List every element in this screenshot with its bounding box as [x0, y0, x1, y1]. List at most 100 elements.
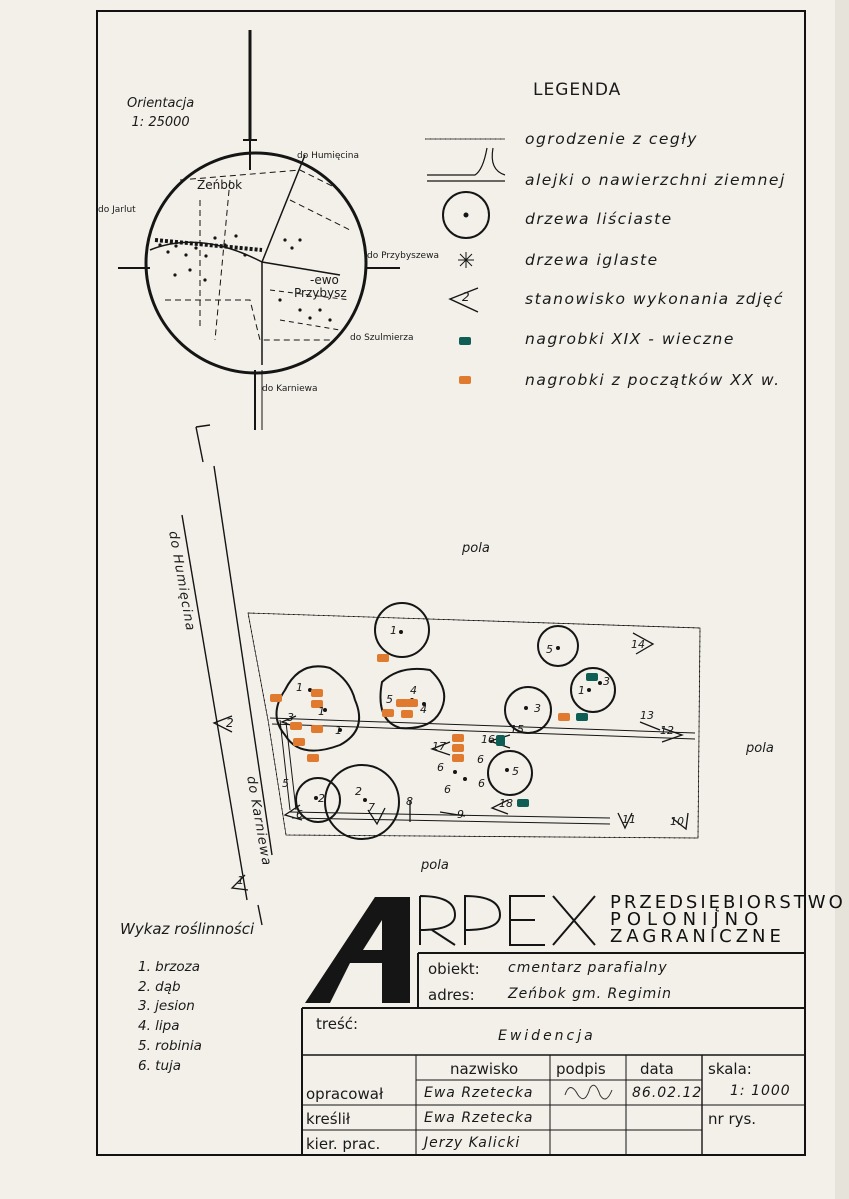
inset-village-ewo: -ewo	[310, 273, 339, 287]
inset-road-przybyszewo: do Przybyszewa	[367, 251, 439, 261]
scale-value: 1: 1000	[730, 1083, 791, 1099]
legend-item-xx-graves: nagrobki z początków XX w.	[525, 371, 781, 389]
drawing-frame	[96, 10, 806, 1156]
vegetation-item: 2. dąb	[138, 979, 181, 995]
row-name: Jerzy Kalicki	[424, 1135, 521, 1151]
field-label-north: pola	[462, 541, 490, 556]
header-name: nazwisko	[450, 1060, 519, 1078]
station-number: 7	[368, 801, 375, 814]
station-number: 16	[481, 733, 495, 746]
vegetation-item: 6. tuja	[138, 1058, 182, 1074]
tree-species-number: 6	[437, 761, 444, 774]
station-number: 12	[660, 724, 674, 737]
legend-item-xix-graves: nagrobki XIX - wieczne	[525, 330, 735, 348]
tree-species-number: 2	[355, 785, 362, 798]
address-label: adres:	[428, 986, 475, 1004]
object-value: cmentarz parafialny	[508, 960, 668, 976]
vegetation-item: 1. brzoza	[138, 959, 200, 975]
inset-building-dots	[158, 234, 332, 322]
address-value: Zeńbok gm. Regimin	[508, 986, 673, 1002]
tree-species-number: 1	[390, 624, 397, 637]
station-number: 5	[282, 777, 289, 790]
orientation-inset-map	[118, 30, 400, 430]
vegetation-item: 4. lipa	[138, 1018, 180, 1034]
inset-village-przybysz: Przybysz	[294, 286, 347, 300]
station-number: 15	[510, 723, 524, 736]
header-date: data	[640, 1060, 674, 1078]
tree-dots	[308, 630, 602, 802]
tree-species-number: 4	[410, 684, 417, 697]
station-number: 3	[287, 711, 294, 724]
inset-road-karniewo: do Karniewa	[262, 384, 318, 394]
inset-road-jarlut: do Jarlut	[98, 205, 136, 215]
header-signature: podpis	[556, 1060, 606, 1078]
orientation-title: Orientacja	[127, 96, 195, 111]
graves-xx	[270, 654, 570, 762]
vegetation-item: 5. robinia	[138, 1038, 202, 1054]
tree-species-number: 1	[318, 705, 325, 718]
tree-species-number: 6	[444, 783, 451, 796]
legend-item-wall: ogrodzenie z cegły	[525, 130, 698, 148]
tree-species-number: 2	[318, 792, 325, 805]
station-number: 1	[237, 874, 244, 887]
content-value: Ewidencja	[498, 1028, 596, 1044]
station-number: 13	[640, 709, 654, 722]
tree-species-number: 3	[603, 675, 610, 688]
station-number: 9	[457, 808, 464, 821]
tree-species-number: 3	[534, 702, 541, 715]
company-line-2: POLONIJNO	[610, 909, 765, 930]
road	[181, 424, 273, 926]
tree-species-number: 6	[478, 777, 485, 790]
tree-species-number: 5	[386, 693, 393, 706]
station-number: 2	[226, 716, 234, 730]
tree-species-number: 1	[296, 681, 303, 694]
station-number: 8	[406, 795, 413, 808]
legend-symbol-number: 2	[462, 290, 470, 304]
field-label-east: pola	[746, 741, 774, 756]
station-number: 11	[622, 813, 636, 826]
legend-symbol-xx	[459, 376, 471, 384]
station-number: 10	[670, 815, 684, 828]
legend-symbol-conifer	[458, 252, 474, 268]
tree-species-number: 1	[335, 724, 342, 737]
trees	[275, 602, 616, 840]
drawing-number-label: nr rys.	[708, 1110, 757, 1128]
tree-species-number: 5	[546, 643, 553, 656]
sheet-edge	[835, 0, 849, 1199]
object-label: obiekt:	[428, 960, 480, 978]
orientation-scale: 1: 25000	[131, 115, 190, 130]
company-line-3: ZAGRANICZNE	[610, 926, 785, 947]
station-number: 17	[432, 740, 446, 753]
alleys	[269, 717, 696, 825]
content-label: treść:	[316, 1015, 359, 1033]
tree-species-number: 4	[420, 703, 427, 716]
graves-xix	[496, 673, 598, 807]
legend-symbol-xix	[459, 337, 471, 345]
row-name: Ewa Rzetecka	[424, 1085, 534, 1101]
legend-item-paths: alejki o nawierzchni ziemnej	[525, 171, 786, 189]
tree-species-number: 1	[578, 684, 585, 697]
legend-item-photo: stanowisko wykonania zdjęć	[525, 290, 784, 308]
orientation-label: Orientacja 1: 25000	[127, 94, 194, 132]
legend-item-deciduous: drzewa liściaste	[525, 210, 673, 228]
station-number: 6	[296, 808, 303, 821]
inset-village-zenbok: Zeńbok	[197, 178, 243, 192]
tree-species-number: 5	[512, 765, 519, 778]
title-block-grid	[301, 952, 806, 1156]
company-line-1: PRZEDSIĘBIORSTWO	[610, 892, 846, 913]
row-role: kreślił	[306, 1110, 351, 1128]
legend-symbol-photo-point	[448, 287, 479, 313]
legend-symbols	[425, 138, 506, 384]
inset-road-szulmierz: do Szulmierza	[350, 333, 414, 343]
station-number: 18	[499, 797, 513, 810]
inset-road-humiecin: do Humięcina	[297, 151, 360, 161]
legend-item-conifer: drzewa iglaste	[525, 251, 659, 269]
row-role: kier. prac.	[306, 1135, 381, 1153]
header-scale: skala:	[708, 1060, 752, 1078]
vegetation-item: 3. jesion	[138, 998, 195, 1014]
field-label-south: pola	[421, 858, 449, 873]
signature	[564, 1084, 613, 1100]
station-number: 14	[631, 638, 645, 651]
tree-species-number: 6	[477, 753, 484, 766]
